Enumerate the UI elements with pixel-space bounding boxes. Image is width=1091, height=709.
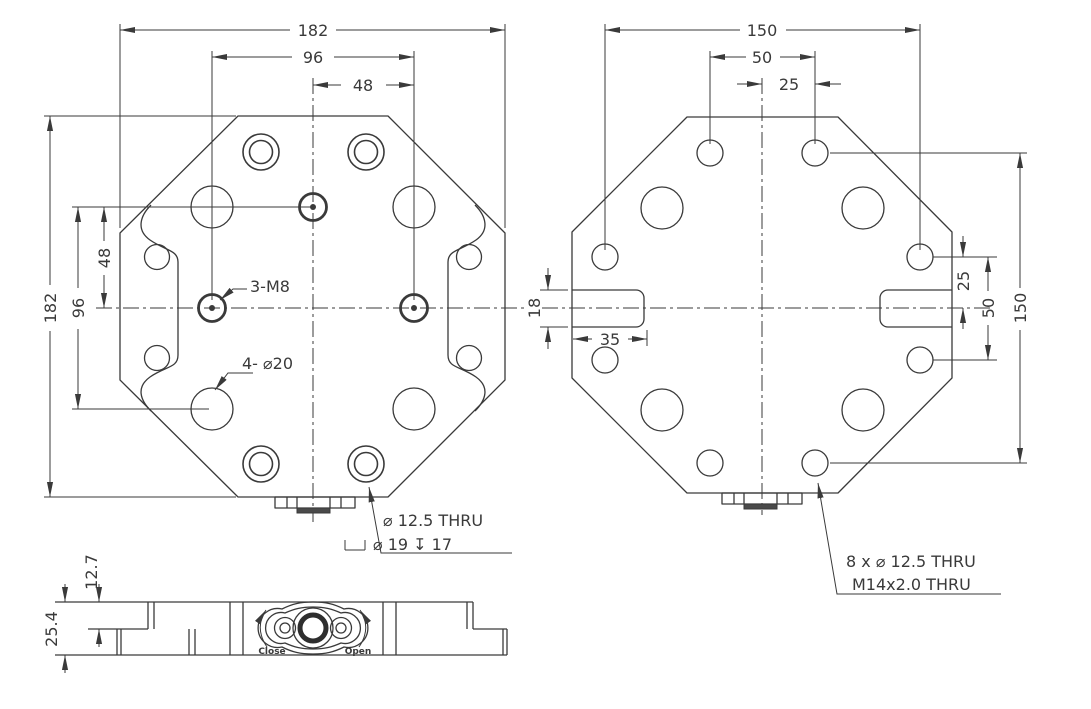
label-back-holes-line1: 8 x ⌀ 12.5 THRU xyxy=(846,552,976,571)
label-cbore-line2: ⌀ 19 ↧ 17 xyxy=(373,535,452,554)
dim-front-half-span-h: 48 xyxy=(95,248,114,268)
dim-back-side-hole-span: 50 xyxy=(979,298,998,318)
back-view xyxy=(542,78,992,515)
label-close: Close xyxy=(258,647,285,657)
dim-front-width: 182 xyxy=(298,21,329,40)
open-arrow-icon xyxy=(358,609,372,648)
dim-total-thickness: 25.4 xyxy=(42,611,61,647)
dim-front-hole-span-h: 96 xyxy=(69,298,88,318)
front-rim-holes xyxy=(143,243,483,372)
dim-step-thickness: 12.7 xyxy=(82,554,101,590)
label-open: Open xyxy=(345,647,372,657)
back-bottom-tab xyxy=(721,492,803,510)
back-dimensions: 150 50 25 150 50 25 18 35 8 x ⌀ 12.5 THR… xyxy=(525,21,1030,595)
dim-back-side-half-span: 25 xyxy=(954,271,973,291)
label-tapped-holes: 3-M8 xyxy=(250,277,290,296)
dim-front-hole-span-w: 96 xyxy=(303,48,323,67)
dim-slot-width: 18 xyxy=(525,298,544,318)
valve-nameplate: Close Open xyxy=(254,601,372,657)
back-d20-holes xyxy=(640,186,885,432)
front-dimensions: 182 96 48 182 96 48 3-M8 4- ⌀20 ⌀ 12.5 T… xyxy=(41,21,512,554)
dim-front-height: 182 xyxy=(41,293,60,324)
front-view xyxy=(96,78,525,522)
side-dimensions: 12.7 25.4 xyxy=(42,554,103,673)
close-arrow-icon xyxy=(254,609,268,648)
dim-back-top-half-span: 25 xyxy=(779,75,799,94)
valve-stem xyxy=(297,612,329,644)
label-large-holes: 4- ⌀20 xyxy=(242,354,293,373)
label-back-holes-line2: M14x2.0 THRU xyxy=(852,575,971,594)
dim-back-top-hole-span: 50 xyxy=(752,48,772,67)
counterbore-icon xyxy=(344,540,366,551)
front-outline xyxy=(119,115,506,498)
side-view: Close Open xyxy=(55,601,508,657)
dim-slot-depth: 35 xyxy=(600,330,620,349)
label-cbore-line1: ⌀ 12.5 THRU xyxy=(383,511,483,530)
dim-back-bolt-span-w: 150 xyxy=(747,21,778,40)
front-counterbore-holes xyxy=(242,133,385,483)
dim-front-half-span-w: 48 xyxy=(353,76,373,95)
front-bottom-tab xyxy=(274,496,356,514)
back-outline xyxy=(571,116,953,494)
dim-back-bolt-span-h: 150 xyxy=(1011,293,1030,324)
